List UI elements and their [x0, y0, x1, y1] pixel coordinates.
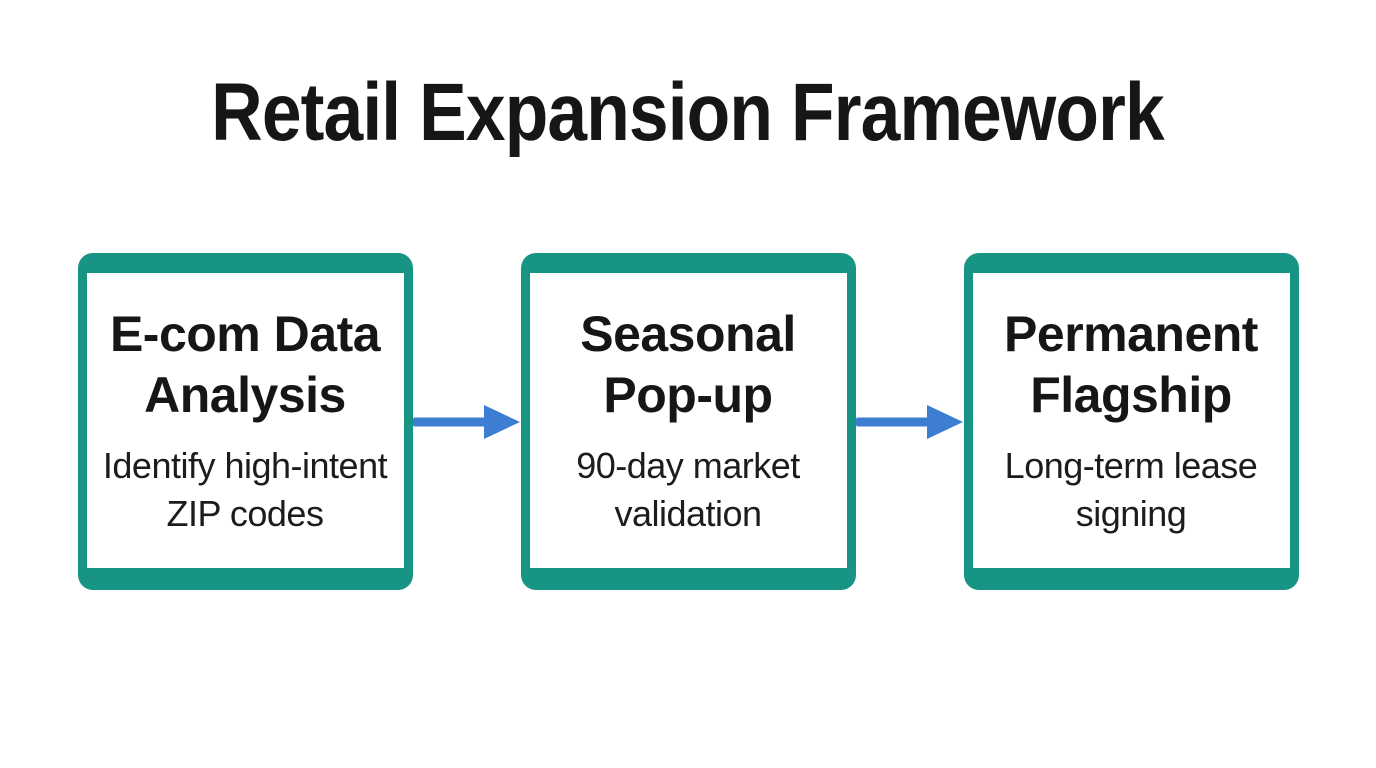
process-flow: E-com Data Analysis Identify high-intent…	[77, 253, 1299, 591]
step-card-seasonal-pop-up: Seasonal Pop-up 90-day market validation	[520, 253, 856, 591]
arrow-right-icon	[412, 404, 520, 439]
step-description: 90-day market validation	[576, 445, 800, 534]
step-title: Permanent Flagship	[1004, 306, 1258, 424]
step-description: Long-term lease signing	[1004, 445, 1258, 534]
step-card-permanent-flagship: Permanent Flagship Long-term lease signi…	[963, 253, 1299, 591]
page-title: Retail Expansion Framework	[211, 67, 1166, 158]
step-card-ecom-data-analysis: E-com Data Analysis Identify high-intent…	[77, 253, 413, 591]
step-title: E-com Data Analysis	[109, 306, 381, 424]
step-description: Identify high-intent ZIP codes	[102, 445, 388, 534]
step-title: Seasonal Pop-up	[580, 306, 796, 424]
arrow-right-icon	[855, 404, 963, 439]
